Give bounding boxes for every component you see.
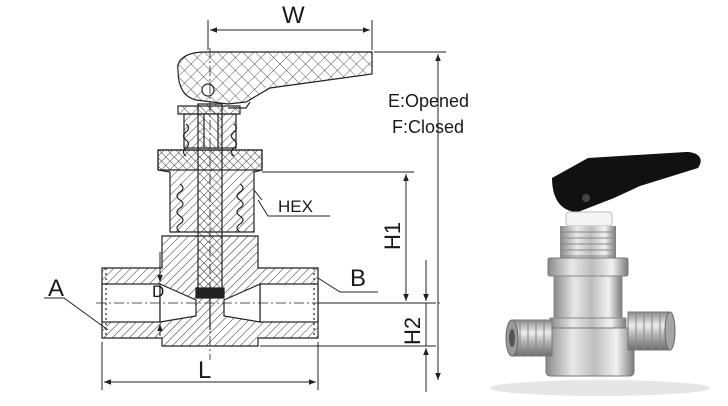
label-closed: F:Closed	[392, 117, 464, 137]
photo-collar	[565, 211, 613, 227]
photo-bonnet-thread	[560, 226, 616, 260]
label-h1: H1	[380, 222, 405, 250]
label-d: D	[152, 282, 164, 301]
label-a: A	[48, 275, 64, 302]
label-w: W	[282, 2, 305, 29]
product-photo	[490, 152, 710, 396]
label-h2: H2	[400, 317, 425, 345]
photo-right-port	[627, 311, 671, 351]
label-b: B	[350, 265, 366, 292]
photo-left-port	[511, 319, 553, 357]
lever-handle	[177, 51, 373, 105]
label-opened: E:Opened	[388, 91, 469, 111]
photo-hex-nut	[547, 257, 629, 277]
photo-black-lever	[552, 152, 701, 212]
cross-section-drawing	[96, 48, 440, 360]
label-hex: HEX	[278, 197, 313, 216]
label-l: L	[198, 357, 211, 384]
handle-pivot	[201, 83, 215, 97]
photo-body	[545, 327, 635, 377]
dimension-lines	[44, 20, 446, 392]
